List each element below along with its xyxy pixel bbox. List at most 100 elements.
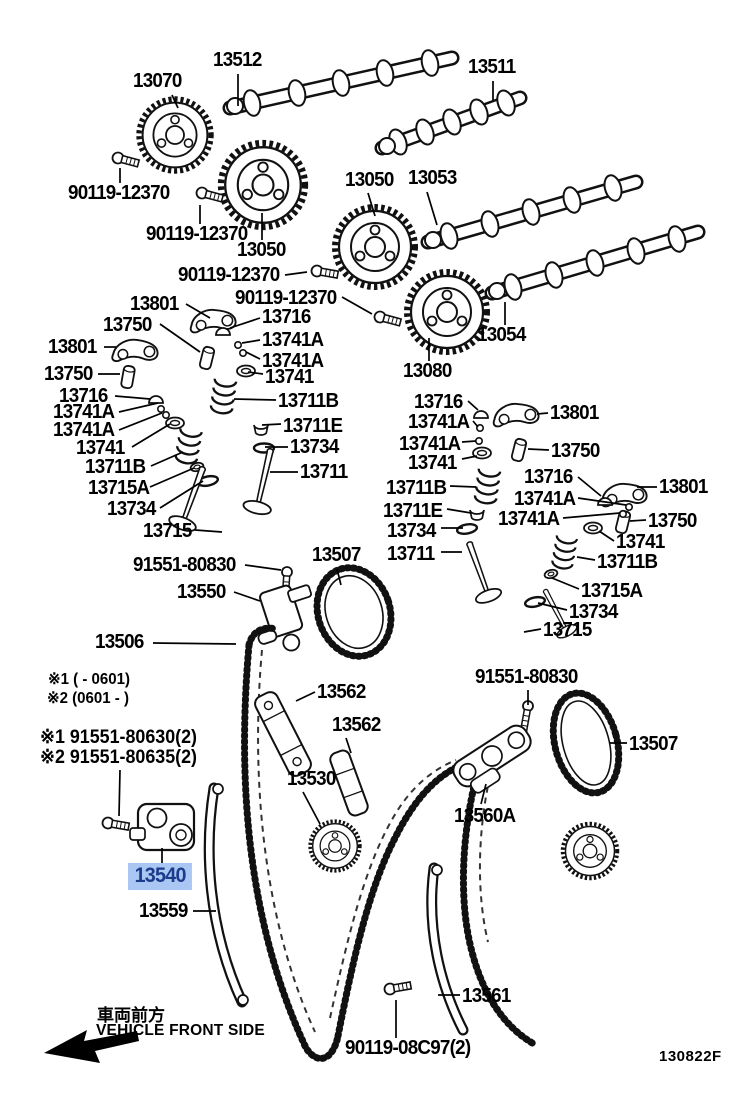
part-label-13050[interactable]: 13050 [237,239,286,261]
part-label-13507[interactable]: 13507 [312,544,361,566]
part-label-13562[interactable]: 13562 [332,714,381,736]
leader-line [523,628,542,633]
leader-line [480,783,487,805]
part-label-13562[interactable]: 13562 [317,681,366,703]
leader-line [118,412,163,431]
part-label-13741[interactable]: 13741 [408,452,457,474]
part-label-13741A[interactable]: 13741A [262,350,324,372]
leader-line [245,351,261,360]
leader-line [159,480,204,509]
part-13540-chain-tensioner [129,802,196,852]
part-label-90119-12370[interactable]: 90119-12370 [235,287,337,309]
part-label-13716[interactable]: 13716 [414,391,463,413]
part-label-13750[interactable]: 13750 [648,510,697,532]
part-label-13506[interactable]: 13506 [95,631,144,653]
chain-13507-left [313,564,395,660]
part-label-13530[interactable]: 13530 [287,768,336,790]
leader-line [577,497,627,506]
leader-line [472,420,479,428]
part-label-13711B[interactable]: 13711B [386,477,447,499]
note-label: ※2 91551-80635(2) [40,747,197,768]
leader-line [449,485,477,488]
part-label-13741A[interactable]: 13741A [262,329,324,351]
part-label-13741[interactable]: 13741 [616,531,665,553]
leader-line [527,448,550,451]
leader-line [598,530,615,542]
part-label-13741A[interactable]: 13741A [399,433,461,455]
part-label-13741[interactable]: 13741 [76,437,125,459]
part-label-13711B[interactable]: 13711B [597,551,658,573]
part-label-13741A[interactable]: 13741A [53,419,115,441]
camshaft-13053 [420,172,644,252]
leader-line [284,271,308,276]
part-label-13715A[interactable]: 13715A [88,477,150,499]
bracket-13560A [452,724,532,794]
part-label-13711E[interactable]: 13711E [383,500,443,522]
part-label-13741[interactable]: 13741 [265,366,314,388]
part-label-13507[interactable]: 13507 [629,733,678,755]
leader-line [131,423,171,448]
note-label: ※1 91551-80630(2) [40,727,197,748]
part-label-13711B[interactable]: 13711B [278,390,339,412]
part-label-13716[interactable]: 13716 [524,466,573,488]
part-label-13054[interactable]: 13054 [477,324,526,346]
timing-chain-13506 [241,624,538,1062]
part-label-90119-12370[interactable]: 90119-12370 [146,223,248,245]
part-label-13711B[interactable]: 13711B [85,456,146,478]
part-label-13716[interactable]: 13716 [59,385,108,407]
part-label-13741A[interactable]: 13741A [53,401,115,423]
part-label-13716[interactable]: 13716 [262,306,311,328]
leader-line [551,577,580,590]
part-label-91551-80830[interactable]: 91551-80830 [475,666,578,688]
part-label-90119-12370[interactable]: 90119-12370 [178,264,280,286]
part-label-13734[interactable]: 13734 [290,436,339,458]
leader-line [336,568,342,586]
part-label-13750[interactable]: 13750 [44,363,93,385]
note-label: ※2 (0601 - ) [47,690,129,707]
part-label-13053[interactable]: 13053 [408,167,457,189]
part-label-13561[interactable]: 13561 [462,985,511,1007]
part-label-13741A[interactable]: 13741A [498,508,560,530]
part-label-13750[interactable]: 13750 [551,440,600,462]
leader-line [446,508,472,514]
leader-line [118,769,121,817]
vehicle-front-label-jp: 車両前方 [97,1006,165,1025]
part-label-90119-08C97-2-[interactable]: 90119-08C97(2) [345,1037,471,1059]
part-label-13560A[interactable]: 13560A [454,805,516,827]
part-label-13734[interactable]: 13734 [387,520,436,542]
part-label-13801[interactable]: 13801 [48,336,97,358]
part-label-13050[interactable]: 13050 [345,169,394,191]
leader-line [114,395,151,400]
part-label-13559[interactable]: 13559 [139,900,188,922]
part-label-13801[interactable]: 13801 [550,402,599,424]
part-label-13741A[interactable]: 13741A [408,411,470,433]
part-label-13711[interactable]: 13711 [387,543,435,565]
vehicle-front-label-en: VEHICLE FRONT SIDE [96,1022,265,1039]
part-label-13715A[interactable]: 13715A [581,580,643,602]
part-label-13734[interactable]: 13734 [569,601,618,623]
part-label-13512[interactable]: 13512 [213,49,262,71]
leader-line [149,467,195,488]
part-label-13801[interactable]: 13801 [130,293,179,315]
part-label-13801[interactable]: 13801 [659,476,708,498]
part-label-13550[interactable]: 13550 [177,581,226,603]
part-label-13750[interactable]: 13750 [103,314,152,336]
leader-line [461,440,477,443]
part-label-13711E[interactable]: 13711E [283,415,343,437]
part-label-13715[interactable]: 13715 [543,619,592,641]
camshaft-13511 [374,87,528,158]
leader-line [367,192,376,217]
part-label-90119-12370[interactable]: 90119-12370 [68,182,170,204]
part-label-91551-80830[interactable]: 91551-80830 [133,554,236,576]
part-label-13070[interactable]: 13070 [133,70,182,92]
leader-line [295,691,316,702]
part-label-13080[interactable]: 13080 [403,360,452,382]
leader-line [461,455,478,460]
part-label-13734[interactable]: 13734 [107,498,156,520]
part-label-13715[interactable]: 13715 [143,520,192,542]
part-label-highlighted-13540[interactable]: 13540 [128,863,193,891]
part-label-13741A[interactable]: 13741A [514,488,576,510]
part-label-13711[interactable]: 13711 [300,461,348,483]
part-label-13511[interactable]: 13511 [468,56,516,78]
